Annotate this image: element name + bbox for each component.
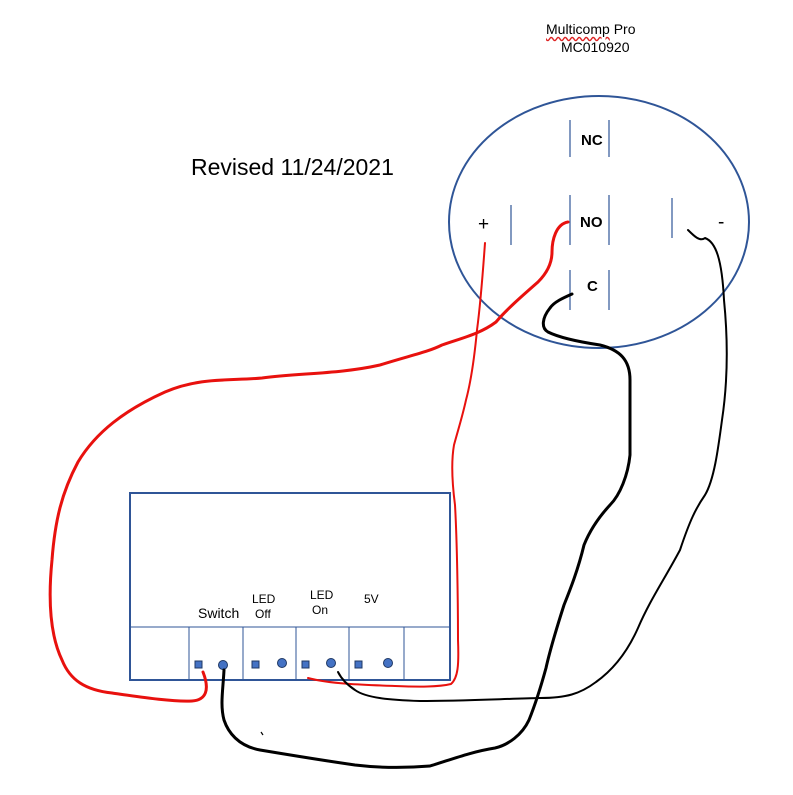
terminal-no-label: NO	[580, 214, 603, 231]
board-led-off-label-line2: Off	[255, 607, 271, 621]
plus-terminal-label: +	[478, 214, 490, 235]
board-terminal-dividers	[188, 627, 405, 680]
board-led-on-label-line2: On	[312, 603, 329, 617]
manufacturer-label: Multicomp Pro	[546, 22, 635, 36]
switch-pin-square	[194, 660, 203, 669]
red-wire-no-to-switch	[48, 220, 570, 703]
switch-pin-round	[218, 660, 228, 670]
v5-pin-square	[354, 660, 363, 669]
board-switch-label: Switch	[198, 605, 240, 621]
terminal-c-label: C	[587, 278, 598, 295]
black-wire-minus-to-led-on	[337, 229, 728, 702]
board-outline	[129, 492, 451, 681]
led-on-pin-square	[301, 660, 310, 669]
red-wire-plus-to-led-on	[307, 242, 486, 688]
minus-terminal-label: -	[718, 212, 725, 233]
stray-mark	[260, 731, 264, 736]
v5-pin-round	[383, 658, 393, 668]
board-5v-label: 5V	[364, 592, 379, 606]
led-off-pin-square	[251, 660, 260, 669]
board-led-off-label-line1: LED	[252, 592, 276, 606]
brand-suffix: Pro	[613, 21, 636, 37]
board-led-on-label-line1: LED	[310, 588, 334, 602]
terminal-nc-label: NC	[581, 132, 603, 149]
led-on-pin-round	[326, 658, 336, 668]
black-wire-c-to-switch	[220, 292, 632, 769]
switch-body-ellipse	[448, 95, 750, 349]
led-off-pin-round	[277, 658, 287, 668]
brand-name: Multicomp	[546, 21, 610, 37]
terminal-ticks	[510, 120, 673, 310]
model-number-label: MC010920	[561, 39, 630, 55]
revised-date-label: Revised 11/24/2021	[191, 154, 394, 180]
board-pins	[194, 658, 393, 670]
